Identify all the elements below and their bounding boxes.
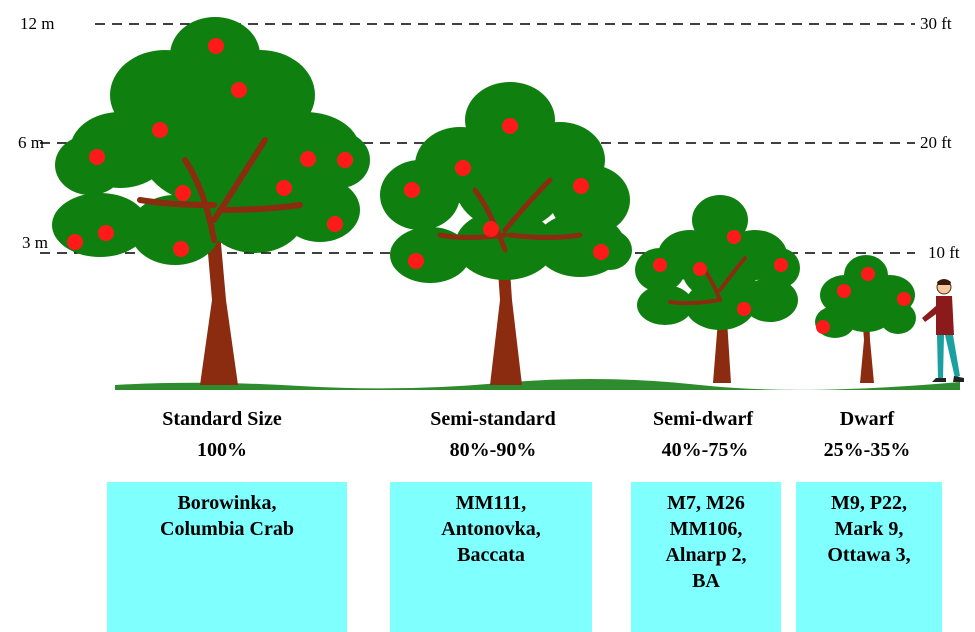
rootstock-item: M9, P22, xyxy=(830,492,908,514)
standard-tree-icon xyxy=(52,17,370,385)
semi-standard-tree-icon xyxy=(380,82,632,385)
category-name-semi-dwarf: Semi-dwarf xyxy=(653,408,753,430)
semi-dwarf-tree-icon xyxy=(635,195,800,383)
scale-label-20ft: 20 ft xyxy=(920,133,952,152)
category-name-semi-standard: Semi-standard xyxy=(430,408,556,430)
ground-line xyxy=(115,378,960,390)
rootstock-box-dwarf: M9, P22, Mark 9, Ottawa 3, xyxy=(796,482,942,632)
person-icon xyxy=(922,279,964,382)
scale-label-10ft: 10 ft xyxy=(928,243,960,262)
category-percent-semi-dwarf: 40%-75% xyxy=(661,439,749,461)
rootstock-box-semi-dwarf: M7, M26 MM106, Alnarp 2, BA xyxy=(631,482,781,632)
category-percent-semi-standard: 80%-90% xyxy=(449,439,537,461)
category-name-dwarf: Dwarf xyxy=(839,408,895,430)
scale-label-3m: 3 m xyxy=(22,233,48,252)
scale-label-6m: 6 m xyxy=(18,133,44,152)
rootstock-item: MM111, xyxy=(455,492,527,514)
rootstock-item: Alnarp 2, xyxy=(665,544,747,566)
rootstock-item: Ottawa 3, xyxy=(827,544,911,566)
rootstock-item: MM106, xyxy=(669,518,743,540)
rootstock-item: BA xyxy=(692,570,720,592)
rootstock-box-standard: Borowinka, Columbia Crab xyxy=(107,482,347,632)
rootstock-item: Antonovka, xyxy=(441,518,541,540)
rootstock-item: Mark 9, xyxy=(834,518,904,540)
dwarf-tree-icon xyxy=(815,255,916,383)
rootstock-item: M7, M26 xyxy=(667,492,745,514)
category-name-standard: Standard Size xyxy=(162,408,282,430)
rootstock-item: Borowinka, xyxy=(177,492,277,514)
scale-label-12m: 12 m xyxy=(20,14,55,33)
scale-label-30ft: 30 ft xyxy=(920,14,952,33)
rootstock-item: Baccata xyxy=(457,544,525,566)
rootstock-box-semi-standard: MM111, Antonovka, Baccata xyxy=(390,482,592,632)
rootstock-item: Columbia Crab xyxy=(160,518,294,540)
category-percent-standard: 100% xyxy=(197,439,247,461)
category-percent-dwarf: 25%-35% xyxy=(823,439,911,461)
